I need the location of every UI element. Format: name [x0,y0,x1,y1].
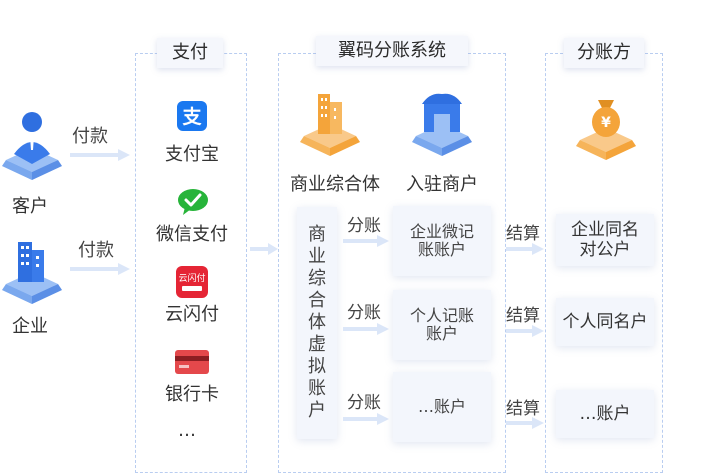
settle-arrow-2 [506,325,544,337]
bank-card-icon [175,350,209,374]
payment-title: 支付 [157,38,223,68]
merchant-label: 入驻商户 [406,174,478,195]
bank-card-label: 银行卡 [165,384,219,405]
settle-arrow-1 [506,243,544,255]
system-account-1-label: 企业微记 账账户 [409,222,474,259]
complex-label: 商业综合体 [290,174,380,195]
wechat-pay-icon [178,189,208,215]
split-label-1: 分账 [347,216,381,236]
system-account-card-2: 个人记账 账户 [393,290,491,360]
settle-label-1: 结算 [506,224,540,244]
pay-arrow-1 [70,149,130,161]
alipay-icon: 支 [177,101,207,131]
system-account-card-3: …账户 [393,372,491,442]
settle-label-2: 结算 [506,306,540,326]
enterprise-label: 企业 [12,316,48,337]
split-label-3: 分账 [347,393,381,413]
virtual-account-card: 商业综合体虚拟账户 [297,207,337,439]
customer-person-icon [2,112,62,180]
wechat-pay-label: 微信支付 [156,224,228,245]
alipay-label: 支付宝 [165,144,219,165]
system-account-card-1: 企业微记 账账户 [393,206,491,276]
settle-label-3: 结算 [506,399,540,419]
system-account-3-label: …账户 [417,397,466,416]
split-label-2: 分账 [347,303,381,323]
pay-arrow-label-2: 付款 [78,240,114,261]
system-title: 翼码分账系统 [316,36,468,66]
svg-text:¥: ¥ [601,115,611,131]
unionpay-quickpass-icon: 云闪付 [176,266,208,298]
recipient-title: 分账方 [564,38,644,68]
recipient-account-1-label: 企业同名 对公户 [571,220,639,260]
system-account-2-label: 个人记账 账户 [409,306,474,343]
recipient-account-card-3: …账户 [556,390,654,438]
unionpay-badge-text: 云闪付 [178,273,205,284]
commercial-complex-icon [300,94,360,156]
recipient-account-card-2: 个人同名户 [556,298,654,346]
virtual-account-label: 商业综合体虚拟账户 [308,224,326,421]
split-arrow-3 [343,413,389,425]
recipient-account-2-label: 个人同名户 [562,312,648,332]
payment-to-system-arrow [250,243,278,255]
split-arrow-2 [343,323,389,335]
pay-arrow-2 [70,263,130,275]
settle-arrow-3 [506,417,544,429]
unionpay-label: 云闪付 [165,304,219,325]
enterprise-building-icon [2,242,62,304]
recipient-account-3-label: …账户 [579,404,631,424]
merchant-store-icon [412,93,472,156]
split-arrow-1 [343,235,389,247]
svg-text:支: 支 [181,106,202,128]
payment-more-ellipsis: … [178,420,196,441]
pay-arrow-label-1: 付款 [72,126,108,147]
money-bag-icon: ¥ [576,100,636,160]
customer-label: 客户 [12,196,48,217]
recipient-account-card-1: 企业同名 对公户 [556,214,654,266]
